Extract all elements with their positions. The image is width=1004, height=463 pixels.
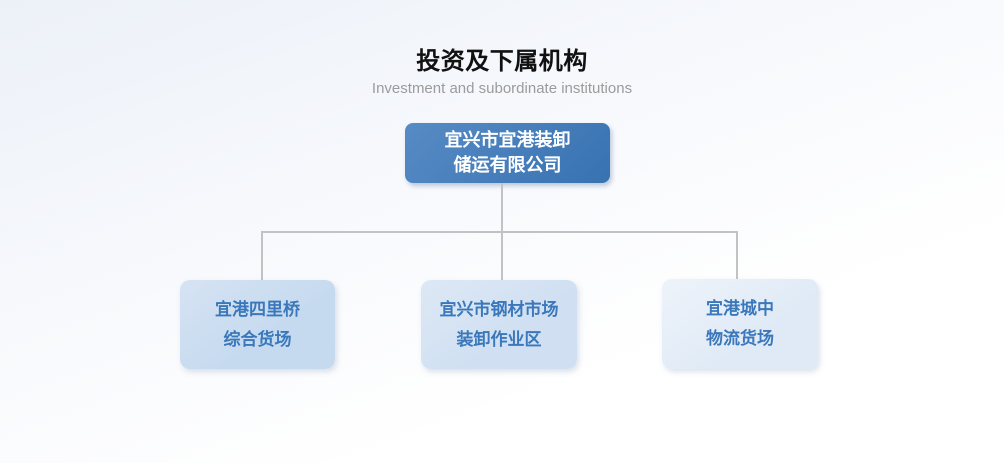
org-node-root: 宜兴市宜港装卸 储运有限公司 bbox=[405, 123, 610, 183]
connector-root-stem bbox=[501, 183, 503, 232]
connector-drop-left bbox=[261, 231, 263, 280]
org-node-child-3-line2: 物流货场 bbox=[706, 329, 774, 348]
org-node-child-1-line2: 综合货场 bbox=[223, 329, 292, 349]
org-node-root-line2: 储运有限公司 bbox=[453, 155, 562, 175]
org-node-child-3-line1: 宜港城中 bbox=[706, 299, 774, 318]
chart-header: 投资及下属机构 Investment and subordinate insti… bbox=[0, 48, 1004, 97]
org-node-child-2: 宜兴市钢材市场 装卸作业区 bbox=[421, 280, 577, 369]
org-node-child-1-line1: 宜港四里桥 bbox=[215, 299, 300, 319]
org-node-child-2-line1: 宜兴市钢材市场 bbox=[439, 299, 559, 319]
page-subtitle: Investment and subordinate institutions bbox=[371, 80, 633, 97]
org-node-child-2-line2: 装卸作业区 bbox=[456, 329, 542, 349]
page-title: 投资及下属机构 bbox=[416, 48, 588, 75]
connector-drop-middle bbox=[501, 231, 503, 280]
org-node-root-line1: 宜兴市宜港装卸 bbox=[444, 130, 571, 150]
connector-horizontal bbox=[261, 231, 738, 233]
org-node-child-3: 宜港城中 物流货场 bbox=[662, 279, 818, 369]
connector-drop-right bbox=[736, 231, 738, 279]
org-node-child-1: 宜港四里桥 综合货场 bbox=[180, 280, 335, 369]
